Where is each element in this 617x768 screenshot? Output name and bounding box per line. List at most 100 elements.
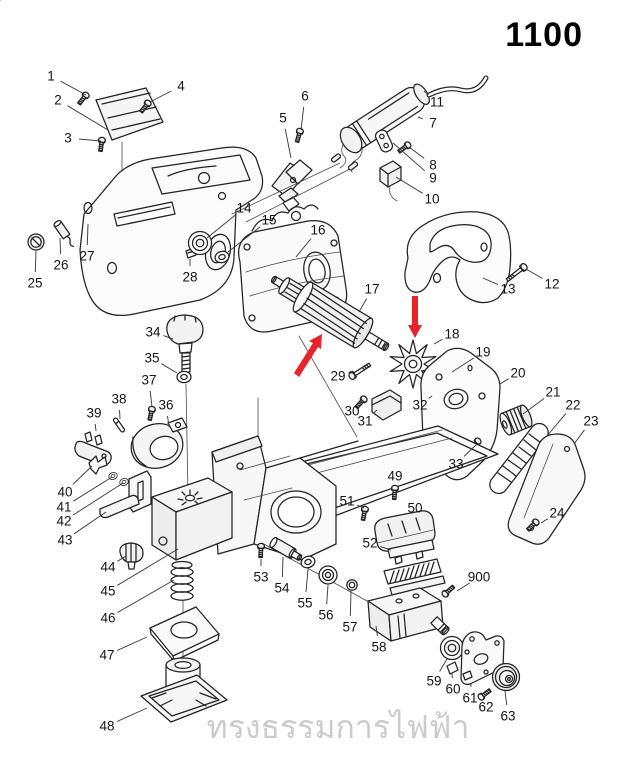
part-label-43: 43 <box>57 533 72 548</box>
leader-line-1 <box>60 80 87 96</box>
armature <box>270 275 390 352</box>
leader-line-17 <box>358 298 368 313</box>
part-label-56: 56 <box>318 608 333 623</box>
leader-line-13 <box>482 277 499 286</box>
wire-terminal <box>330 153 342 163</box>
leader-line-15 <box>227 226 261 253</box>
part-label-61: 61 <box>462 691 477 706</box>
part-label-24: 24 <box>549 506 565 521</box>
blade-set-plate-52 <box>387 539 435 565</box>
part-label-2: 2 <box>54 93 62 108</box>
leader-line-59 <box>439 658 448 672</box>
leader-line-43 <box>73 511 107 535</box>
part-label-9: 9 <box>429 171 437 186</box>
part-label-42: 42 <box>56 514 71 529</box>
leader-line-38 <box>119 409 121 420</box>
part-label-31: 31 <box>357 414 372 429</box>
part-label-45: 45 <box>100 584 115 599</box>
blade-clamp-plate-50 <box>374 510 436 552</box>
leader-line-27 <box>86 223 89 246</box>
leader-line-55 <box>305 568 309 593</box>
washer-41 <box>107 470 119 482</box>
leader-line-8 <box>408 146 425 159</box>
leader-line-20 <box>499 378 509 385</box>
screw-6 <box>293 126 305 144</box>
leader-line-41 <box>73 476 113 502</box>
part-label-10: 10 <box>424 192 439 207</box>
power-cord <box>426 75 489 98</box>
leader-line-18 <box>433 338 443 345</box>
part-label-32: 32 <box>412 398 427 413</box>
part-label-47: 47 <box>99 648 114 663</box>
part-label-57: 57 <box>342 620 357 635</box>
leader-line-7 <box>417 116 423 120</box>
part-label-37: 37 <box>141 373 156 388</box>
leader-line-30 <box>359 399 364 404</box>
part-label-17: 17 <box>364 282 379 297</box>
belt-cover <box>507 433 586 545</box>
part-label-50: 50 <box>407 501 422 516</box>
part-label-39: 39 <box>86 406 101 421</box>
leader-line-37 <box>149 390 153 408</box>
knob-44 <box>119 542 144 570</box>
leader-line-35 <box>161 363 178 374</box>
key-60 <box>446 661 459 675</box>
part-label-35: 35 <box>144 351 159 366</box>
pin-38 <box>112 417 126 433</box>
part-label-14: 14 <box>236 201 252 216</box>
leader-line-34 <box>163 335 174 340</box>
leader-line-40 <box>72 465 93 485</box>
part-label-41: 41 <box>56 500 71 515</box>
part-label-55: 55 <box>297 596 312 611</box>
ring-57 <box>346 579 358 591</box>
leader-line-33 <box>463 443 478 457</box>
washer-35 <box>176 370 192 384</box>
highlight-arrows <box>294 296 422 377</box>
part-label-5: 5 <box>279 111 287 126</box>
part-label-40: 40 <box>57 485 72 500</box>
part-label-11: 11 <box>430 95 444 110</box>
part-label-63: 63 <box>500 709 515 724</box>
leader-line-46 <box>117 579 175 613</box>
part-label-34: 34 <box>145 325 161 340</box>
part-label-16: 16 <box>310 223 325 238</box>
cutter-drum <box>367 587 450 642</box>
leader-line-31 <box>372 409 378 414</box>
part-label-53: 53 <box>253 570 268 585</box>
page-title: 1100 <box>505 16 583 54</box>
leader-line-25 <box>34 250 37 273</box>
part-label-62: 62 <box>478 700 493 715</box>
leader-line-11 <box>423 90 429 96</box>
carbon-brush <box>53 220 75 248</box>
part-label-58: 58 <box>371 640 386 655</box>
noise-suppressor <box>379 160 402 202</box>
part-label-22: 22 <box>565 398 580 413</box>
part-label-7: 7 <box>429 116 437 131</box>
leader-line-52 <box>380 546 392 551</box>
part-label-8: 8 <box>429 158 437 173</box>
part-label-13: 13 <box>500 282 515 297</box>
leader-line-63 <box>504 690 508 706</box>
front-grip <box>130 417 188 469</box>
part-label-4: 4 <box>177 79 185 94</box>
baffle-plate-31 <box>371 389 402 421</box>
part-label-33: 33 <box>448 457 463 472</box>
part-label-52: 52 <box>362 536 377 551</box>
part-label-36: 36 <box>158 398 173 413</box>
leader-line-45 <box>117 548 179 586</box>
leader-line-24 <box>540 518 548 524</box>
leader-line-58 <box>375 625 378 637</box>
part-label-60: 60 <box>445 682 460 697</box>
screw-51 <box>359 505 370 522</box>
plate-47 <box>149 606 220 662</box>
watermark-text: ทรงธรรมการไฟฟ้า <box>206 709 470 745</box>
leader-line-21 <box>522 398 545 415</box>
part-label-29: 29 <box>330 369 345 384</box>
spindle-54 <box>269 536 303 561</box>
leader-line-36 <box>167 415 170 428</box>
leader-line-51 <box>357 504 365 509</box>
part-label-6: 6 <box>301 89 309 104</box>
part-label-44: 44 <box>100 560 116 575</box>
wing-clip-40 <box>88 455 108 475</box>
